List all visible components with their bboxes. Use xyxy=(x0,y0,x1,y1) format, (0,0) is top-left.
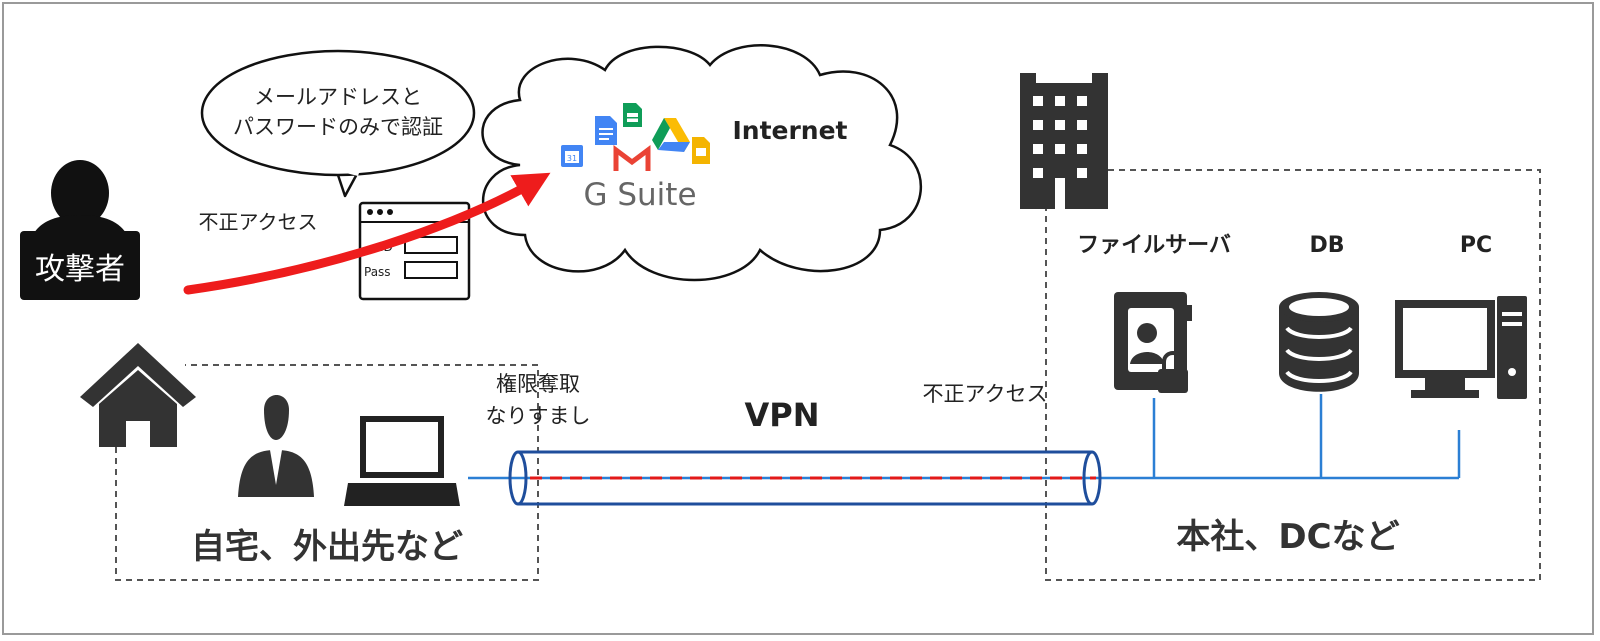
vpn-label: VPN xyxy=(745,396,820,434)
pc-icon xyxy=(1395,296,1527,399)
svg-text:31: 31 xyxy=(567,154,577,163)
attacker-access-label: 不正アクセス xyxy=(199,210,318,234)
gsuite-app-icons: 31 xyxy=(561,103,710,171)
office-region xyxy=(1045,169,1541,581)
vpn-tunnel xyxy=(508,450,1102,506)
file-server-icon xyxy=(1114,292,1192,393)
db-label: DB xyxy=(1309,233,1344,258)
login-pass-label: Pass xyxy=(364,265,391,279)
docs-icon xyxy=(595,116,617,145)
gmail-icon xyxy=(613,145,651,171)
user-icon xyxy=(238,395,314,497)
attack-arrow xyxy=(183,172,551,295)
laptop-icon xyxy=(344,416,460,506)
internet-label: Internet xyxy=(732,116,847,145)
gsuite-label: G Suite xyxy=(583,177,696,213)
house-icon xyxy=(80,343,196,447)
network-line xyxy=(468,394,1461,480)
home-region-label: 自宅、外出先など xyxy=(191,527,463,567)
speech-bubble xyxy=(200,49,476,198)
database-icon xyxy=(1279,292,1359,392)
home-region xyxy=(115,364,539,581)
building-icon xyxy=(1020,73,1108,209)
speech-bubble-line2: パスワードのみで認証 xyxy=(233,115,443,139)
file-server-label: ファイルサーバ xyxy=(1077,233,1231,258)
drive-icon xyxy=(652,118,690,152)
vpn-hijack-line1: 権限奪取 xyxy=(496,372,580,396)
speech-bubble-line1: メールアドレスと xyxy=(254,85,422,109)
attacker-label: 攻撃者 xyxy=(35,252,125,287)
attacker-icon xyxy=(20,160,140,300)
sheets-icon xyxy=(623,103,642,127)
vpn-access-label: 不正アクセス xyxy=(923,382,1048,406)
vpn-hijack-line2: なりすまし xyxy=(486,404,591,428)
office-region-label: 本社、DCなど xyxy=(1176,517,1399,557)
calendar-icon: 31 xyxy=(561,145,583,167)
slides-icon xyxy=(692,137,710,164)
pc-label: PC xyxy=(1460,233,1492,258)
